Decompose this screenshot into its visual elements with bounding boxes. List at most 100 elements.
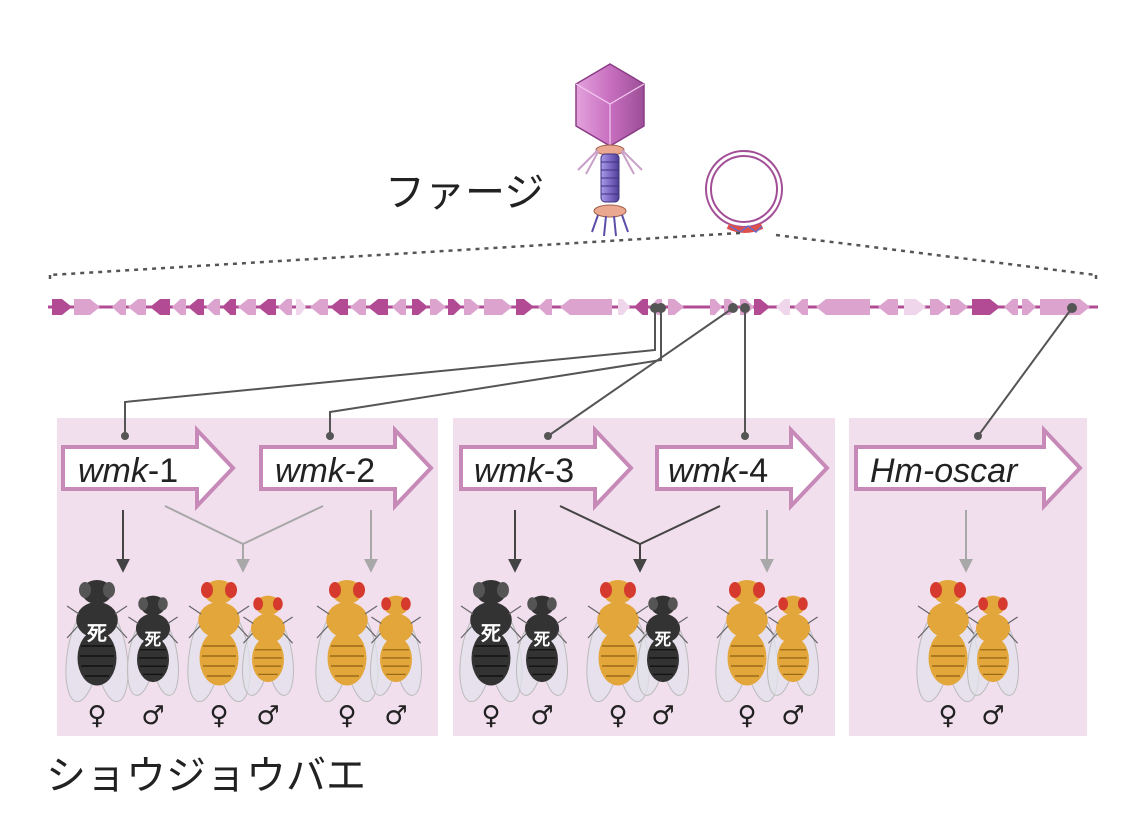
death-mark: 死 [481, 621, 501, 645]
genome-gene-arrow [904, 299, 926, 315]
genome-gene-arrow [368, 299, 388, 315]
fly-alive-female: ♀ [187, 580, 251, 731]
gene-arrow-wmk-4: wmk-4 [655, 424, 830, 512]
genome-gene-arrow [112, 299, 126, 315]
genome-gene-arrow [350, 299, 366, 315]
genome-gene-arrow [392, 299, 406, 315]
genome-gene-arrow [816, 299, 870, 315]
death-mark: 死 [655, 630, 672, 649]
genome-gene-arrow [310, 299, 328, 315]
svg-text:wmk-1: wmk-1 [78, 452, 178, 490]
gene-label-prefix: Hm-oscar [870, 452, 1019, 490]
genome-gene-arrow [296, 299, 306, 315]
male-symbol: ♂ [530, 701, 553, 731]
genome-gene-arrow [794, 299, 808, 315]
genome-gene-arrow [634, 299, 648, 315]
gene-label-prefix: wmk [474, 452, 546, 490]
gene-arrow-hm-oscar: Hm-oscar [854, 424, 1083, 512]
effect-arrows [116, 505, 973, 573]
male-symbol: ♂ [781, 701, 804, 731]
genome-gene-arrow [1022, 299, 1036, 315]
death-mark: 死 [87, 621, 107, 645]
male-symbol: ♂ [141, 701, 164, 731]
svg-text:wmk-3: wmk-3 [474, 452, 574, 490]
genome-gene-arrow [150, 299, 170, 315]
svg-text:Hm-oscar: Hm-oscar [870, 452, 1019, 490]
genome-gene-arrow [930, 299, 948, 315]
genome-gene-arrow [972, 299, 1000, 315]
female-symbol: ♀ [608, 701, 627, 731]
genome-gene-arrow [776, 299, 790, 315]
phage-illustration [575, 63, 645, 237]
genome-gene-arrow [330, 299, 348, 315]
female-symbol: ♀ [209, 701, 228, 731]
genome-gene-arrow [52, 299, 72, 315]
connector-dot [544, 432, 552, 440]
male-symbol: ♂ [384, 701, 407, 731]
death-mark: 死 [145, 630, 162, 649]
gene-label-prefix: wmk [668, 452, 740, 490]
genome-gene-arrow [754, 299, 770, 315]
gene-label-prefix: wmk [275, 452, 347, 490]
svg-text:wmk-4: wmk-4 [668, 452, 768, 490]
male-symbol: ♂ [256, 701, 279, 731]
connector-dot [741, 432, 749, 440]
male-symbol: ♂ [651, 701, 674, 731]
genome-gene-arrow [222, 299, 236, 315]
fly-alive-female: ♀ [715, 580, 779, 731]
female-symbol: ♀ [938, 701, 957, 731]
connector-dot [974, 432, 982, 440]
genome-gene-arrow [560, 299, 612, 315]
genome-gene-arrow [430, 299, 446, 315]
genome-gene-arrow [74, 299, 100, 315]
genome-gene-arrow [668, 299, 684, 315]
connector-dot [656, 303, 666, 313]
gene-arrow-wmk-3: wmk-3 [459, 424, 634, 512]
fly-alive-female: ♀ [586, 580, 650, 731]
genome-gene-arrow [258, 299, 276, 315]
connector-dot [740, 303, 750, 313]
genome-track [48, 299, 1098, 315]
fly-label: ショウジョウバエ [46, 753, 366, 799]
fly-dead-female: 死♀ [65, 580, 129, 731]
fly-alive-male: ♂ [242, 595, 294, 731]
fly-alive-female: ♀ [315, 580, 379, 731]
zoom-guides [48, 231, 1098, 283]
fly-dead-male: 死♂ [516, 595, 568, 731]
fly-dead-male: 死♂ [127, 595, 179, 731]
fly-alive-male: ♂ [370, 595, 422, 731]
plasmid-circle [705, 150, 783, 233]
male-symbol: ♂ [981, 701, 1004, 731]
genome-gene-arrow [278, 299, 292, 315]
gene-arrow-wmk-2: wmk-2 [259, 424, 434, 512]
female-symbol: ♀ [87, 701, 106, 731]
genome-gene-arrow [484, 299, 512, 315]
genome-gene-arrow [618, 299, 630, 315]
female-symbol: ♀ [481, 701, 500, 731]
gene-label-suffix: -3 [544, 452, 574, 490]
genome-gene-arrow [710, 299, 722, 315]
gene-label-suffix: -4 [738, 452, 768, 490]
gene-arrow-wmk-1: wmk-1 [61, 424, 236, 512]
fly-dead-male: 死♂ [637, 595, 689, 731]
genome-gene-arrow [878, 299, 898, 315]
connector-dot [728, 303, 738, 313]
genome-gene-arrow [238, 299, 256, 315]
fly-alive-female: ♀ [916, 580, 980, 731]
genome-gene-arrow [464, 299, 480, 315]
connector-dot [1067, 303, 1077, 313]
genome-gene-arrow [172, 299, 186, 315]
genome-gene-arrow [188, 299, 204, 315]
genome-gene-arrow [128, 299, 146, 315]
female-symbol: ♀ [737, 701, 756, 731]
fly-alive-male: ♂ [967, 595, 1019, 731]
phage-label: ファージ [385, 170, 544, 216]
genome-gene-arrow [412, 299, 428, 315]
genome-gene-arrow [950, 299, 968, 315]
genome-gene-arrow [538, 299, 552, 315]
fly-group: 死♀ 死♂ [65, 580, 1019, 731]
fly-alive-male: ♂ [767, 595, 819, 731]
svg-text:wmk-2: wmk-2 [275, 452, 375, 490]
